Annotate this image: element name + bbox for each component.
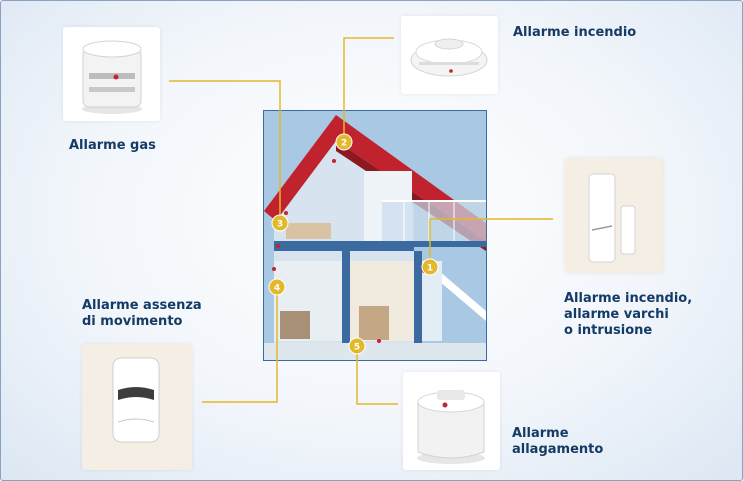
house-cutaway bbox=[263, 110, 487, 361]
door-contact-photo bbox=[565, 158, 663, 273]
gas-detector-photo bbox=[63, 27, 160, 121]
flood-detector-photo bbox=[403, 372, 500, 470]
label-intrusion-3: o intrusione bbox=[564, 323, 653, 338]
motion-sensor-icon bbox=[112, 357, 160, 443]
label-gas: Allarme gas bbox=[69, 138, 156, 153]
label-fire: Allarme incendio bbox=[513, 25, 637, 40]
door-contact-icon bbox=[588, 173, 636, 263]
flood-detector-icon bbox=[417, 390, 485, 464]
fire-detector-photo bbox=[401, 16, 498, 94]
label-flood-1: Allarme bbox=[512, 426, 569, 441]
gas-detector-icon bbox=[82, 40, 142, 114]
house-illustration bbox=[264, 111, 486, 360]
motion-sensor-photo bbox=[82, 344, 192, 470]
smoke-detector-icon bbox=[410, 38, 488, 77]
label-intrusion-2: allarme varchi bbox=[564, 307, 669, 322]
label-flood-2: allagamento bbox=[512, 442, 604, 457]
label-intrusion-1: Allarme incendio, bbox=[564, 291, 693, 306]
label-motion-2: di movimento bbox=[82, 314, 183, 329]
label-motion-1: Allarme assenza bbox=[82, 298, 202, 313]
